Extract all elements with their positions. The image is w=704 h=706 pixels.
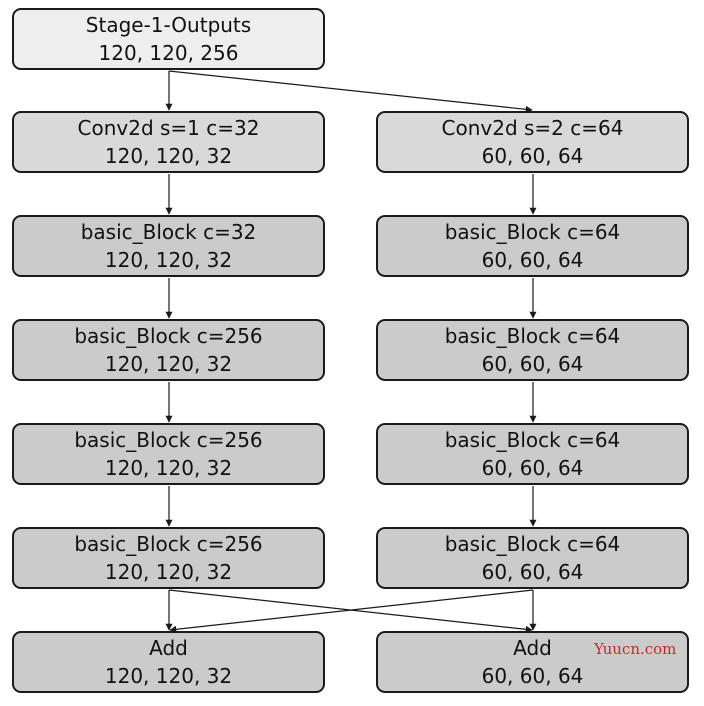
- node-shape: 120, 120, 32: [104, 144, 233, 168]
- edge-right-5-to-left-add: [169, 589, 534, 633]
- node-title: basic_Block c=64: [444, 324, 621, 348]
- node-title: basic_Block c=32: [80, 220, 257, 244]
- node-title: Stage-1-Outputs: [85, 13, 252, 37]
- node-right-add: Add 60, 60, 64: [376, 631, 689, 693]
- node-right-basic-block-4: basic_Block c=64 60, 60, 64: [376, 527, 689, 589]
- node-left-add: Add 120, 120, 32: [12, 631, 325, 693]
- node-shape: 120, 120, 256: [98, 41, 239, 65]
- node-shape: 120, 120, 32: [104, 352, 233, 376]
- node-shape: 60, 60, 64: [481, 352, 584, 376]
- node-title: basic_Block c=64: [444, 220, 621, 244]
- node-title: basic_Block c=256: [74, 428, 263, 452]
- node-title: Conv2d s=1 c=32: [77, 116, 260, 140]
- node-title: basic_Block c=64: [444, 532, 621, 556]
- node-title: Conv2d s=2 c=64: [441, 116, 624, 140]
- node-shape: 120, 120, 32: [104, 560, 233, 584]
- node-shape: 120, 120, 32: [104, 456, 233, 480]
- node-shape: 120, 120, 32: [104, 248, 233, 272]
- node-title: basic_Block c=256: [74, 324, 263, 348]
- node-title: Add: [149, 636, 188, 660]
- node-shape: 120, 120, 32: [104, 664, 233, 688]
- node-right-basic-block-2: basic_Block c=64 60, 60, 64: [376, 319, 689, 381]
- node-left-basic-block-3: basic_Block c=256 120, 120, 32: [12, 423, 325, 485]
- edge-input-to-right-conv: [168, 70, 533, 113]
- node-shape: 60, 60, 64: [481, 560, 584, 584]
- node-title: Add: [513, 636, 552, 660]
- node-right-conv2d: Conv2d s=2 c=64 60, 60, 64: [376, 111, 689, 173]
- node-stage1-outputs: Stage-1-Outputs 120, 120, 256: [12, 8, 325, 70]
- node-title: basic_Block c=256: [74, 532, 263, 556]
- node-right-basic-block-3: basic_Block c=64 60, 60, 64: [376, 423, 689, 485]
- node-right-basic-block-1: basic_Block c=64 60, 60, 64: [376, 215, 689, 277]
- node-title: basic_Block c=64: [444, 428, 621, 452]
- node-left-basic-block-2: basic_Block c=256 120, 120, 32: [12, 319, 325, 381]
- node-shape: 60, 60, 64: [481, 664, 584, 688]
- node-shape: 60, 60, 64: [481, 456, 584, 480]
- node-left-conv2d: Conv2d s=1 c=32 120, 120, 32: [12, 111, 325, 173]
- node-shape: 60, 60, 64: [481, 144, 584, 168]
- node-left-basic-block-1: basic_Block c=32 120, 120, 32: [12, 215, 325, 277]
- node-shape: 60, 60, 64: [481, 248, 584, 272]
- watermark-text: Yuucn.com: [594, 640, 677, 658]
- node-left-basic-block-4: basic_Block c=256 120, 120, 32: [12, 527, 325, 589]
